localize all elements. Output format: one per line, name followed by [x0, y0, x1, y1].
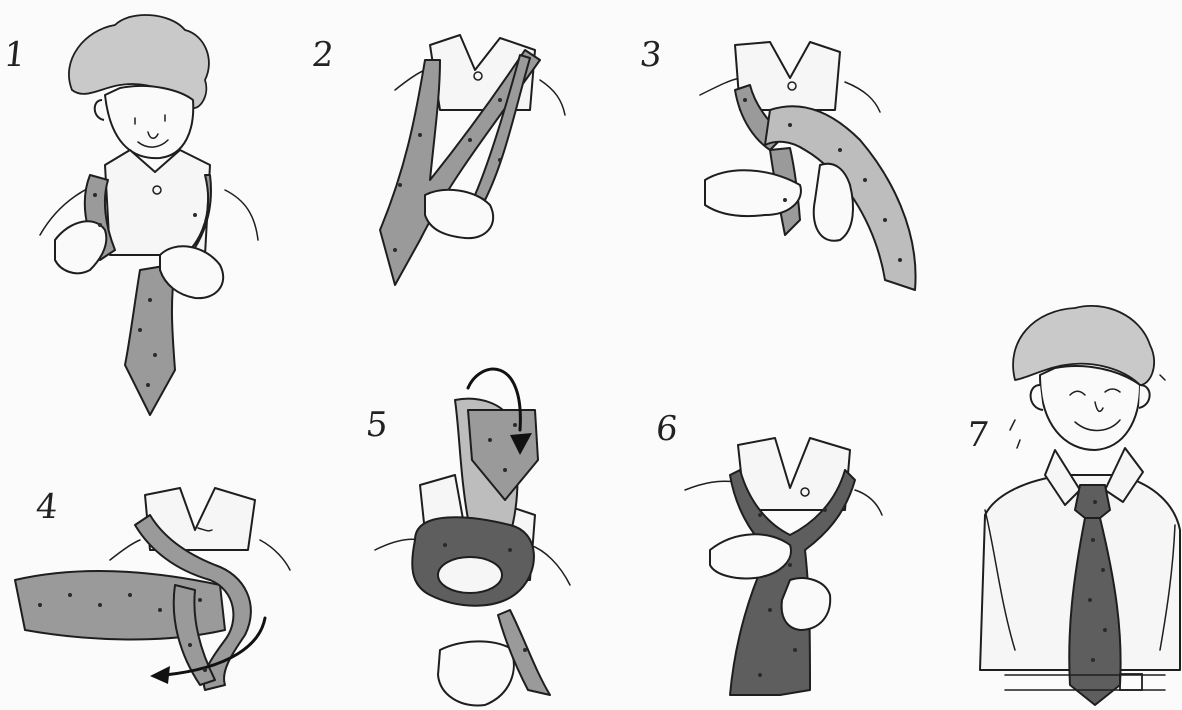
step-7-panel: 7 [955, 290, 1182, 710]
step-5-illustration [360, 350, 620, 710]
step-2-illustration [300, 0, 580, 310]
step-1-illustration [0, 0, 290, 420]
step-7-illustration [955, 290, 1182, 710]
step-3-illustration [630, 0, 950, 300]
step-4-panel: 4 [0, 470, 300, 710]
step-6-illustration [650, 390, 900, 710]
step-2-panel: 2 [300, 0, 580, 310]
step-1-panel: 1 [0, 0, 290, 420]
step-4-illustration [0, 470, 300, 710]
step-6-panel: 6 [650, 390, 900, 710]
step-3-panel: 3 [630, 0, 950, 300]
step-5-panel: 5 [360, 350, 620, 710]
